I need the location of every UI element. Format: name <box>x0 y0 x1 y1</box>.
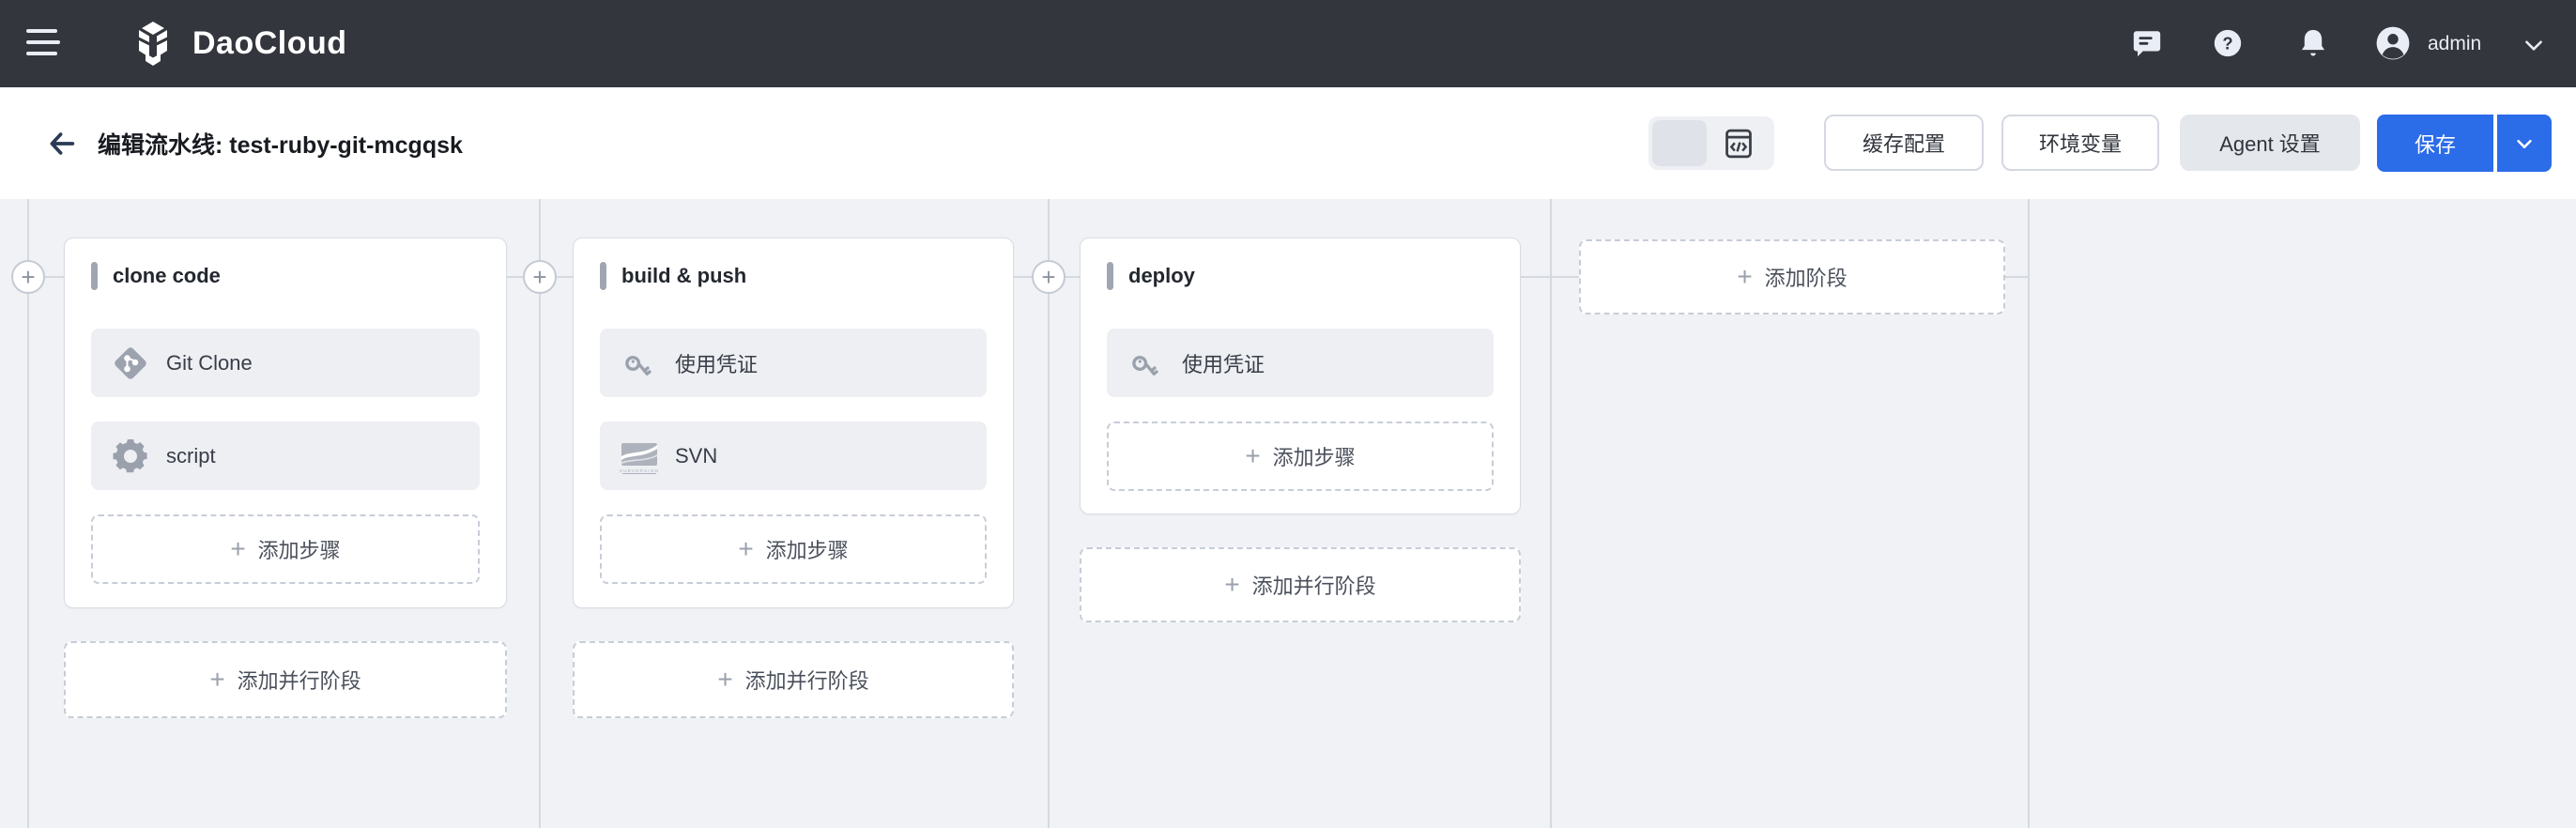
plus-icon: + <box>1245 441 1261 470</box>
stage-header: build & push <box>600 261 987 291</box>
add-parallel-stage-button[interactable]: + 添加并行阶段 <box>64 641 507 718</box>
step-label: 使用凭证 <box>675 352 759 376</box>
help-icon[interactable]: ? <box>2212 27 2244 59</box>
step-label: Git Clone <box>166 350 253 375</box>
step-script[interactable]: script <box>91 422 480 490</box>
stage-card-deploy: deploy 使用凭证 + 添加步骤 <box>1080 238 1521 514</box>
plus-icon: + <box>1224 570 1240 599</box>
stage-connector-vline <box>539 199 541 828</box>
step-label: script <box>166 443 216 468</box>
graphic-view-segment[interactable] <box>1652 120 1707 166</box>
gear-icon <box>110 436 151 477</box>
step-svn[interactable]: SUBVERSION SVN <box>600 422 987 490</box>
stage-drag-handle[interactable] <box>91 262 98 290</box>
stage-card-clone-code: clone code Git Clone <box>64 238 507 608</box>
plus-icon: + <box>738 534 754 563</box>
add-step-button[interactable]: + 添加步骤 <box>600 514 987 584</box>
username-label[interactable]: admin <box>2428 32 2482 54</box>
add-step-label: 添加步骤 <box>257 539 341 562</box>
user-avatar[interactable] <box>2375 25 2411 61</box>
add-step-label: 添加步骤 <box>1272 446 1356 469</box>
plus-icon: + <box>717 665 733 694</box>
step-label: SVN <box>675 443 718 468</box>
add-parallel-label: 添加并行阶段 <box>1251 575 1376 598</box>
step-use-credential[interactable]: 使用凭证 <box>600 329 987 397</box>
cache-config-button[interactable]: 缓存配置 <box>1824 115 1984 171</box>
insert-stage-plus-button[interactable]: + <box>523 260 557 294</box>
insert-stage-plus-button[interactable]: + <box>11 260 45 294</box>
stage-connector-vline <box>2028 199 2030 828</box>
svg-text:SUBVERSION: SUBVERSION <box>620 468 659 473</box>
agent-settings-button[interactable]: Agent 设置 <box>2180 115 2360 171</box>
view-mode-toggle <box>1648 116 1774 170</box>
stage-name[interactable]: clone code <box>113 264 221 287</box>
svn-icon: SUBVERSION <box>619 436 660 477</box>
step-git-clone[interactable]: Git Clone <box>91 329 480 397</box>
top-navigation-bar: DaoCloud ? admin <box>0 0 2576 87</box>
save-button[interactable]: 保存 <box>2377 115 2493 172</box>
step-use-credential[interactable]: 使用凭证 <box>1107 329 1494 397</box>
stage-drag-handle[interactable] <box>600 262 606 290</box>
stage-connector-vline <box>1048 199 1050 828</box>
daocloud-logo-icon <box>127 18 179 70</box>
git-icon <box>110 343 151 384</box>
key-icon <box>1126 343 1167 384</box>
stage-connector-vline <box>27 199 29 828</box>
user-menu-chevron-down-icon[interactable] <box>2522 33 2546 57</box>
brand-name: DaoCloud <box>192 25 347 61</box>
stage-drag-handle[interactable] <box>1107 262 1113 290</box>
add-parallel-stage-button[interactable]: + 添加并行阶段 <box>573 641 1014 718</box>
stage-name[interactable]: deploy <box>1128 264 1195 287</box>
stage-header: clone code <box>91 261 480 291</box>
stage-connector-vline <box>1550 199 1552 828</box>
notification-bell-icon[interactable] <box>2297 27 2329 59</box>
back-arrow-button[interactable] <box>45 128 79 160</box>
page-title: 编辑流水线: test-ruby-git-mcgqsk <box>98 131 463 159</box>
add-parallel-label: 添加并行阶段 <box>237 669 361 693</box>
plus-icon: + <box>1737 262 1753 291</box>
message-icon[interactable] <box>2131 27 2163 59</box>
add-step-button[interactable]: + 添加步骤 <box>1107 422 1494 491</box>
add-step-label: 添加步骤 <box>765 539 849 562</box>
plus-icon: + <box>209 665 225 694</box>
plus-icon: + <box>230 534 246 563</box>
stage-header: deploy <box>1107 261 1494 291</box>
stage-name[interactable]: build & push <box>621 264 747 287</box>
brand-logo[interactable]: DaoCloud <box>127 0 347 87</box>
code-view-icon <box>1723 127 1755 161</box>
env-vars-button[interactable]: 环境变量 <box>2001 115 2159 171</box>
key-icon <box>619 343 660 384</box>
stage-connector-hline <box>28 276 64 278</box>
stage-connector-hline <box>2005 276 2029 278</box>
add-stage-label: 添加阶段 <box>1764 267 1848 290</box>
add-stage-button[interactable]: + 添加阶段 <box>1579 239 2005 314</box>
insert-stage-plus-button[interactable]: + <box>1032 260 1066 294</box>
yaml-view-segment[interactable] <box>1707 120 1771 166</box>
pipeline-editor-toolbar: 编辑流水线: test-ruby-git-mcgqsk 缓存配置 环境变量 Ag… <box>0 87 2576 199</box>
add-step-button[interactable]: + 添加步骤 <box>91 514 480 584</box>
save-dropdown-chevron[interactable] <box>2497 115 2552 172</box>
step-label: 使用凭证 <box>1182 352 1265 376</box>
hamburger-menu-icon[interactable] <box>26 29 60 57</box>
pipeline-canvas: + + + clone code Git Clon <box>0 199 2576 828</box>
add-parallel-stage-button[interactable]: + 添加并行阶段 <box>1080 547 1521 622</box>
add-parallel-label: 添加并行阶段 <box>744 669 869 693</box>
stage-connector-hline <box>1521 276 1579 278</box>
stage-card-build-push: build & push 使用凭证 SUBV <box>573 238 1014 608</box>
svg-text:?: ? <box>2222 33 2232 53</box>
